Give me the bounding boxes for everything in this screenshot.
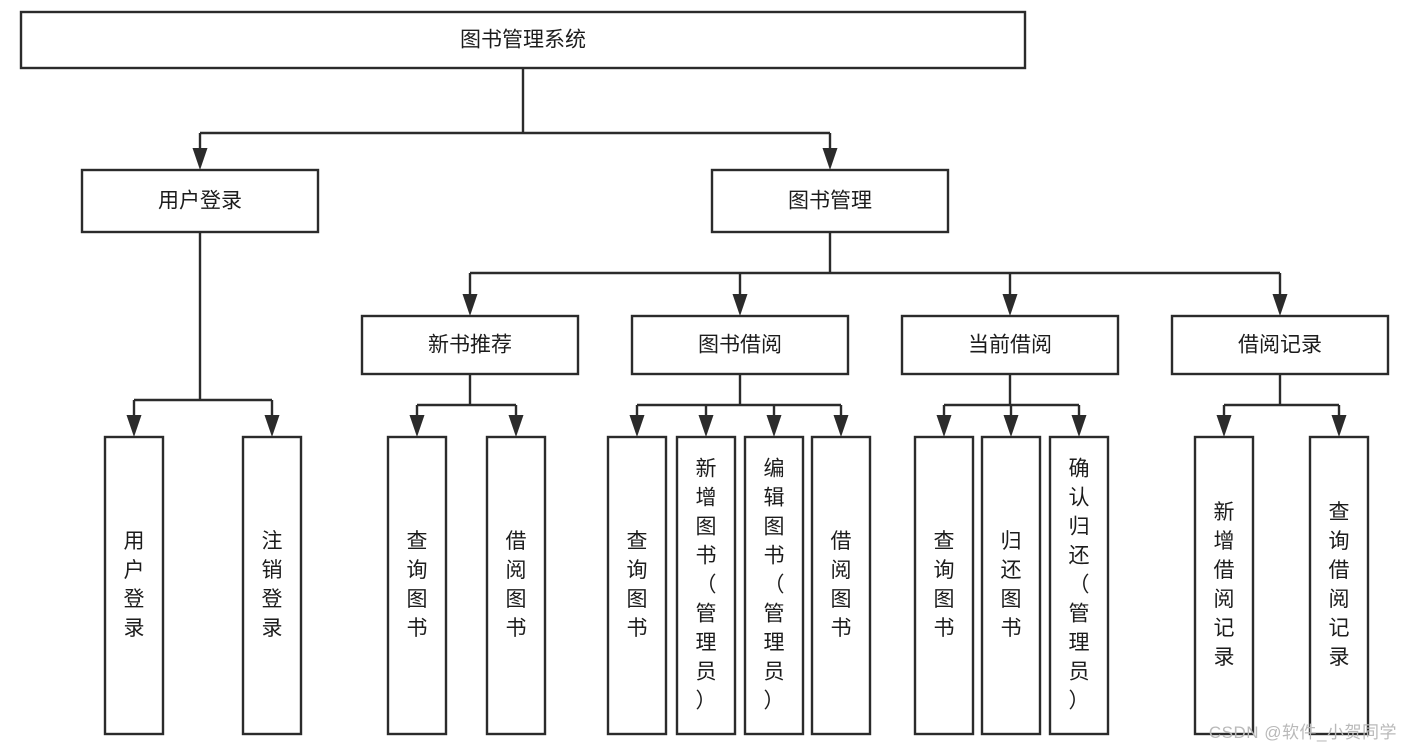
node-leaf-query-book-borrow[interactable]: 查询图书 — [606, 435, 668, 736]
node-label: 新增图书（管理员） — [696, 457, 717, 712]
node-leaf-confirm-return[interactable]: 确认归还（管理员） — [1048, 435, 1110, 736]
node-leaf-return-book[interactable]: 归还图书 — [980, 435, 1042, 736]
node-box — [1308, 435, 1370, 736]
node-box — [1048, 435, 1110, 736]
arrow-head-icon — [1331, 415, 1347, 437]
node-box — [630, 314, 850, 376]
arrow-head-icon — [409, 415, 425, 437]
arrow-head-icon — [192, 148, 208, 170]
node-label: 用户登录 — [124, 530, 145, 640]
node-label: 查询借阅记录 — [1329, 501, 1350, 669]
node-layer: 图书管理系统用户登录图书管理新书推荐图书借阅当前借阅借阅记录用户登录注销登录查询… — [19, 10, 1390, 736]
node-label: 编辑图书（管理员） — [764, 457, 785, 712]
arrow-head-icon — [732, 294, 748, 316]
watermark: CSDN @软件_小贺同学 — [1208, 723, 1397, 742]
arrow-head-icon — [1002, 294, 1018, 316]
node-box — [386, 435, 448, 736]
node-label: 查询图书 — [407, 530, 428, 640]
node-box — [1193, 435, 1255, 736]
arrow-head-icon — [936, 415, 952, 437]
arrow-head-icon — [833, 415, 849, 437]
arrow-head-icon — [822, 148, 838, 170]
node-box — [1170, 314, 1390, 376]
node-box — [743, 435, 805, 736]
arrow-head-icon — [1071, 415, 1087, 437]
node-leaf-edit-book[interactable]: 编辑图书（管理员） — [743, 435, 805, 736]
node-box — [606, 435, 668, 736]
node-leaf-query-record[interactable]: 查询借阅记录 — [1308, 435, 1370, 736]
arrow-head-icon — [264, 415, 280, 437]
connector-group-current-borrow — [936, 374, 1087, 437]
node-box — [810, 435, 872, 736]
node-label: 当前借阅 — [968, 334, 1052, 357]
arrow-head-icon — [126, 415, 142, 437]
arrow-head-icon — [698, 415, 714, 437]
arrow-head-icon — [1003, 415, 1019, 437]
node-label: 新增借阅记录 — [1214, 501, 1235, 669]
connector-group-user-login — [126, 232, 280, 437]
node-leaf-borrow-book-rec[interactable]: 借阅图书 — [485, 435, 547, 736]
node-box — [241, 435, 303, 736]
arrow-head-icon — [1216, 415, 1232, 437]
node-box — [19, 10, 1027, 70]
node-label: 图书借阅 — [698, 334, 782, 357]
node-box — [710, 168, 950, 234]
node-box — [360, 314, 580, 376]
node-box — [485, 435, 547, 736]
node-leaf-query-book-rec[interactable]: 查询图书 — [386, 435, 448, 736]
arrow-head-icon — [508, 415, 524, 437]
node-book-borrow[interactable]: 图书借阅 — [630, 314, 850, 376]
arrow-head-icon — [462, 294, 478, 316]
node-label: 查询图书 — [627, 530, 648, 640]
node-leaf-borrow-book[interactable]: 借阅图书 — [810, 435, 872, 736]
node-label: 借阅图书 — [506, 530, 527, 640]
node-leaf-query-book-cur[interactable]: 查询图书 — [913, 435, 975, 736]
node-box — [980, 435, 1042, 736]
node-borrow-record[interactable]: 借阅记录 — [1170, 314, 1390, 376]
connector-layer — [126, 68, 1347, 437]
node-label: 查询图书 — [934, 530, 955, 640]
node-box — [675, 435, 737, 736]
connector-group-new-book-rec — [409, 374, 524, 437]
node-book-manage[interactable]: 图书管理 — [710, 168, 950, 234]
node-box — [103, 435, 165, 736]
node-user-login[interactable]: 用户登录 — [80, 168, 320, 234]
connector-group-root — [192, 68, 838, 170]
node-label: 借阅记录 — [1238, 334, 1322, 357]
node-leaf-add-record[interactable]: 新增借阅记录 — [1193, 435, 1255, 736]
node-label: 确认归还（管理员） — [1069, 457, 1090, 712]
node-box — [900, 314, 1120, 376]
node-leaf-logout[interactable]: 注销登录 — [241, 435, 303, 736]
arrow-head-icon — [1272, 294, 1288, 316]
arrow-head-icon — [766, 415, 782, 437]
connector-group-borrow-record — [1216, 374, 1347, 437]
node-label: 图书管理 — [788, 190, 872, 213]
node-label: 用户登录 — [158, 190, 242, 213]
node-new-book-rec[interactable]: 新书推荐 — [360, 314, 580, 376]
node-label: 新书推荐 — [428, 334, 512, 357]
node-label: 图书管理系统 — [460, 29, 586, 52]
node-leaf-user-login[interactable]: 用户登录 — [103, 435, 165, 736]
node-current-borrow[interactable]: 当前借阅 — [900, 314, 1120, 376]
node-label: 注销登录 — [262, 530, 283, 640]
node-root[interactable]: 图书管理系统 — [19, 10, 1027, 70]
node-label: 归还图书 — [1001, 530, 1022, 640]
node-box — [80, 168, 320, 234]
connector-group-book-borrow — [629, 374, 849, 437]
node-box — [913, 435, 975, 736]
arrow-head-icon — [629, 415, 645, 437]
node-label: 借阅图书 — [831, 530, 852, 640]
connector-group-book-manage — [462, 232, 1288, 316]
node-leaf-add-book[interactable]: 新增图书（管理员） — [675, 435, 737, 736]
